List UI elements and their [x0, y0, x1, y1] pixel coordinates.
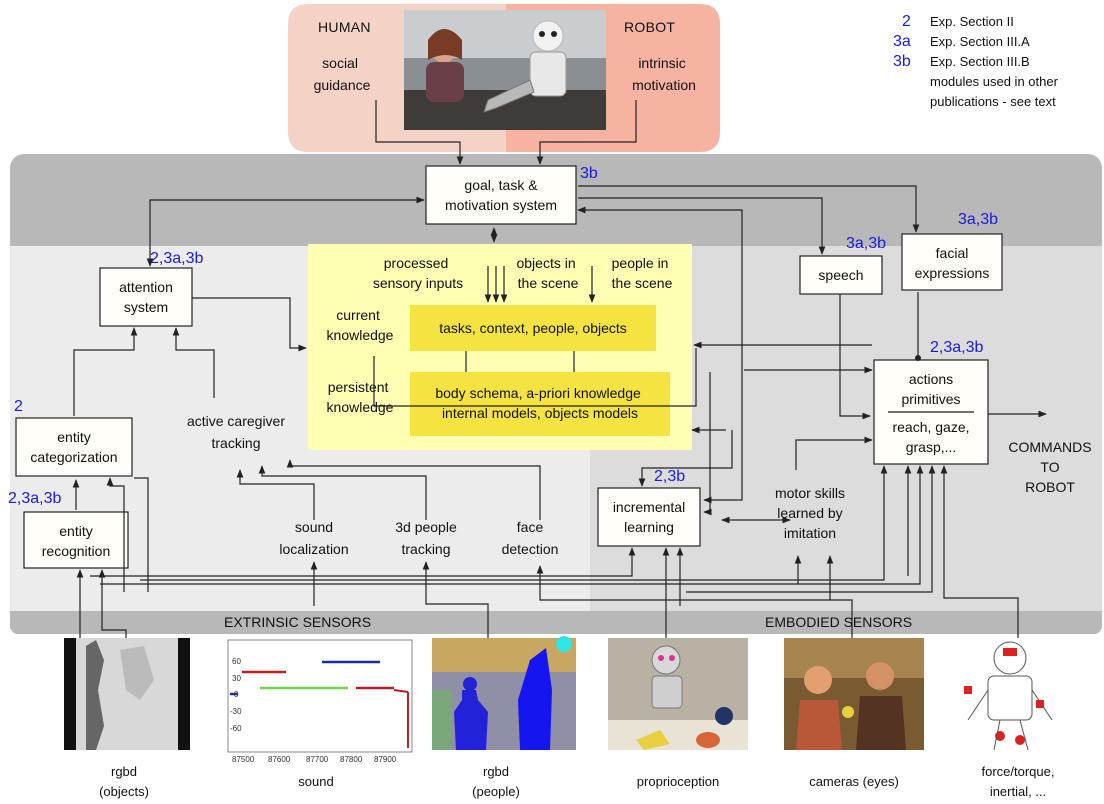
svg-text:publications - see text: publications - see text: [930, 94, 1056, 109]
sensor-band: [10, 611, 1102, 634]
persistent-knowledge-label: persistent knowledge: [327, 379, 394, 415]
svg-text:-30: -30: [230, 707, 242, 716]
rgbd-objects-image: [64, 638, 190, 750]
svg-text:87800: 87800: [340, 755, 363, 764]
objects-scene-label: objects in the scene: [516, 255, 579, 291]
rgbd-people-image: [432, 636, 576, 750]
connectors: [72, 100, 1047, 642]
svg-text:2,3a,3b: 2,3a,3b: [930, 339, 983, 356]
current-knowledge-label: current knowledge: [327, 307, 394, 343]
proprioception-image: [608, 638, 748, 750]
social-guidance-label: social guidance: [314, 55, 371, 93]
sensor-label-proprioception: proprioception: [637, 774, 719, 789]
robot-label: ROBOT: [624, 19, 675, 35]
svg-text:87600: 87600: [268, 755, 291, 764]
cameras-eyes-image: [784, 638, 924, 750]
extrinsic-sensors-label: EXTRINSIC SENSORS: [224, 614, 371, 630]
svg-text:87500: 87500: [232, 755, 255, 764]
svg-text:-60: -60: [230, 724, 242, 733]
svg-text:Exp. Section III.B: Exp. Section III.B: [930, 54, 1030, 69]
sound-plot-image: 60 30 0 -30 -60 87500 87600 87700 87800 …: [227, 639, 413, 764]
sensor-label-sound: sound: [298, 774, 333, 789]
svg-text:Exp. Section III.A: Exp. Section III.A: [930, 34, 1030, 49]
sensor-label-rgbd-people: rgbd(people): [472, 764, 520, 799]
svg-text:speech: speech: [818, 267, 863, 283]
svg-text:2,3a,3b: 2,3a,3b: [8, 490, 61, 507]
svg-text:3a: 3a: [893, 33, 911, 50]
svg-text:reach, gaze,grasp,...: reach, gaze,grasp,...: [892, 419, 969, 455]
svg-text:87700: 87700: [306, 755, 329, 764]
svg-text:2,3b: 2,3b: [654, 468, 685, 485]
svg-text:0: 0: [234, 690, 239, 699]
svg-text:2: 2: [14, 398, 23, 415]
svg-text:goal, task &motivation system: goal, task &motivation system: [445, 177, 557, 213]
force-torque-image: [948, 638, 1068, 751]
legend: 2 Exp. Section II 3a Exp. Section III.A …: [893, 13, 1059, 109]
svg-text:2: 2: [902, 13, 911, 30]
sensor-label-rgbd-objects: rgbd(objects): [99, 764, 149, 799]
sensor-label-force-torque: force/torque,inertial, ...: [982, 764, 1055, 799]
svg-text:Exp. Section II: Exp. Section II: [930, 14, 1014, 29]
svg-text:3a,3b: 3a,3b: [846, 235, 886, 252]
svg-text:3b: 3b: [580, 165, 598, 182]
svg-text:2,3a,3b: 2,3a,3b: [150, 250, 203, 267]
sensor-label-cameras: cameras (eyes): [809, 774, 899, 789]
svg-text:modules used in other: modules used in other: [930, 74, 1059, 89]
persistent-knowledge-box: [410, 372, 670, 436]
svg-text:60: 60: [232, 657, 241, 666]
human-label: HUMAN: [318, 19, 371, 35]
speech-module: speech 3a,3b: [799, 235, 886, 295]
human-robot-interaction-photo: [404, 10, 606, 130]
intrinsic-motivation-label: intrinsic motivation: [632, 55, 696, 93]
svg-text:30: 30: [232, 674, 241, 683]
svg-text:3a,3b: 3a,3b: [958, 211, 998, 228]
current-knowledge-text: tasks, context, people, objects: [439, 320, 627, 336]
goal-task-motivation-module: goal, task &motivation system 3b: [425, 165, 598, 225]
embodied-sensors-label: EMBODIED SENSORS: [765, 614, 912, 630]
svg-text:87900: 87900: [374, 755, 397, 764]
svg-text:3b: 3b: [893, 53, 911, 70]
